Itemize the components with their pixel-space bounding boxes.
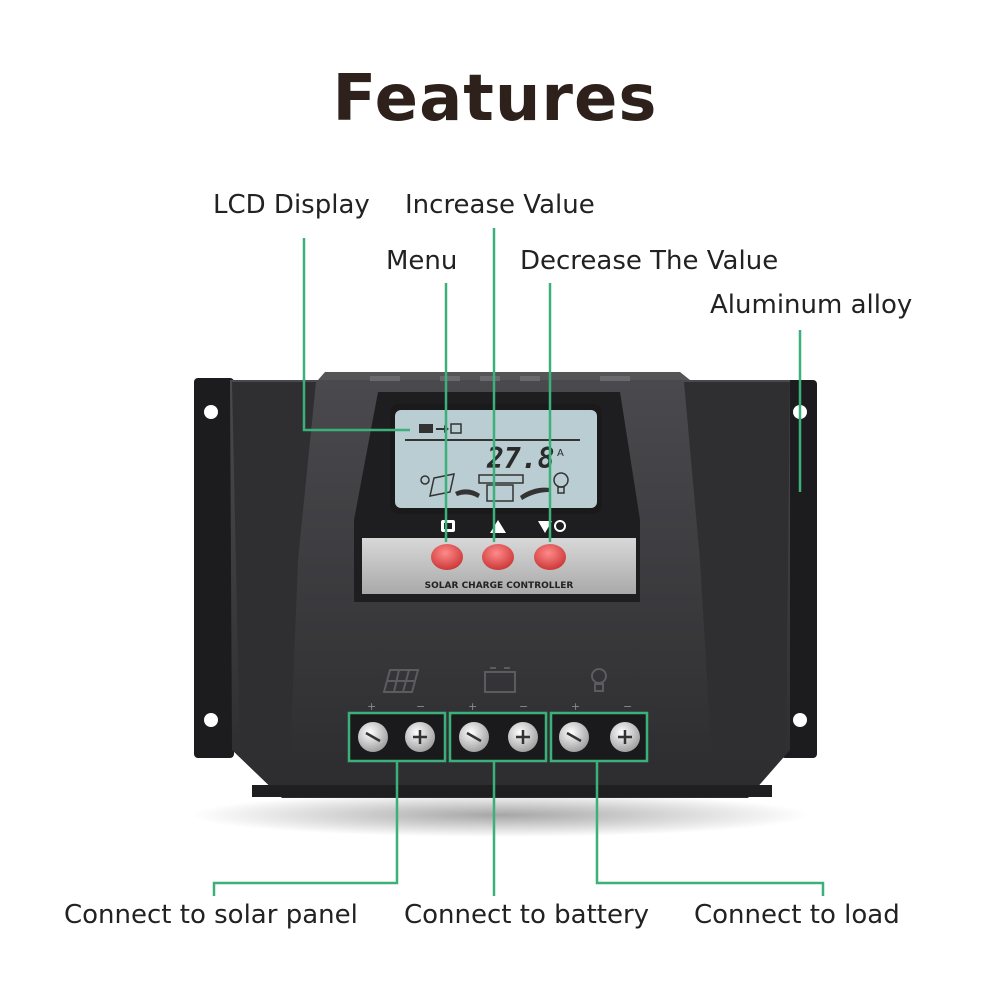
decrease-button[interactable]: [534, 544, 566, 570]
lcd-flow-arrows-icon: [455, 487, 550, 500]
battery-terminals: [451, 714, 546, 760]
lcd-unit: A: [557, 448, 564, 459]
lcd-reading: 27.8: [486, 442, 554, 475]
load-plus-mark: +: [571, 700, 580, 713]
callout-connect-load: [595, 761, 825, 896]
label-lcd-display: LCD Display: [213, 190, 370, 220]
lcd-battery-icon: [478, 474, 524, 502]
load-minus-mark: −: [623, 700, 632, 713]
solar-panel-icon: [382, 669, 420, 693]
decrease-icon: [538, 520, 566, 533]
label-connect-battery: Connect to battery: [404, 900, 650, 930]
callout-lines: [212, 228, 825, 896]
label-increase-value: Increase Value: [405, 190, 595, 220]
menu-button[interactable]: [431, 544, 463, 570]
label-decrease-value: Decrease The Value: [520, 246, 779, 276]
shadow: [190, 793, 810, 837]
callout-box-load: [549, 711, 649, 763]
label-menu: Menu: [386, 246, 458, 276]
callout-connect-solar: [212, 761, 399, 896]
label-connect-solar: Connect to solar panel: [64, 900, 358, 930]
solar-terminals: [349, 714, 445, 760]
solar-plus-mark: +: [367, 700, 376, 713]
solar-minus-mark: −: [416, 700, 425, 713]
battery-minus-mark: −: [519, 700, 528, 713]
left-mounting-bracket: [194, 378, 234, 758]
increase-button[interactable]: [482, 544, 514, 570]
callout-box-battery: [448, 711, 548, 763]
load-terminals: [551, 714, 647, 760]
menu-icon: [441, 520, 455, 532]
label-aluminum-alloy: Aluminum alloy: [710, 290, 913, 320]
panel-label: SOLAR CHARGE CONTROLLER: [425, 581, 574, 591]
callout-lcd-display: [302, 238, 410, 432]
label-connect-load: Connect to load: [694, 900, 900, 930]
load-bulb-icon: [591, 668, 607, 692]
front-panel: 27.8 A SOLAR CHARGE CONTROLLER: [354, 392, 640, 602]
page-title: Features: [332, 62, 658, 136]
lcd-sun-panel-icon: [420, 473, 455, 497]
lcd-bulb-icon: [553, 472, 569, 494]
battery-plus-mark: +: [468, 700, 477, 713]
battery-icon: [484, 667, 516, 693]
